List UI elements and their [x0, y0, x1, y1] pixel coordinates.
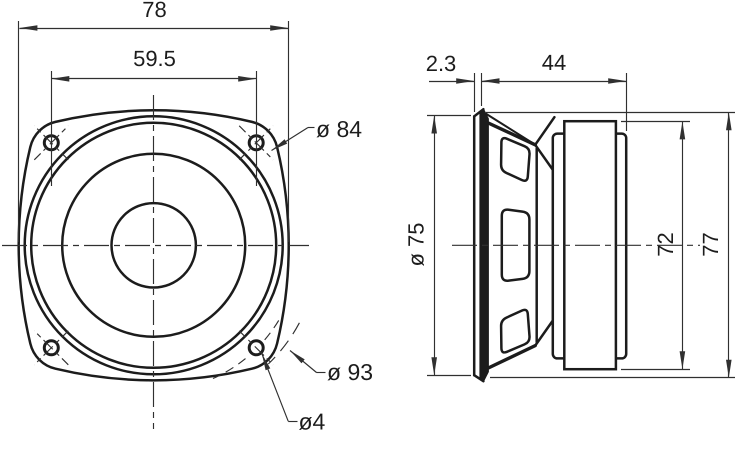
- svg-text:78: 78: [142, 0, 166, 22]
- svg-text:ø4: ø4: [299, 409, 326, 435]
- svg-text:ø 75: ø 75: [404, 222, 429, 266]
- svg-text:59.5: 59.5: [133, 46, 176, 71]
- svg-text:ø 93: ø 93: [327, 359, 373, 385]
- svg-text:72: 72: [653, 232, 678, 256]
- svg-text:77: 77: [698, 232, 723, 256]
- svg-text:ø 84: ø 84: [316, 116, 362, 142]
- svg-text:2.3: 2.3: [426, 51, 457, 76]
- svg-text:44: 44: [542, 50, 566, 75]
